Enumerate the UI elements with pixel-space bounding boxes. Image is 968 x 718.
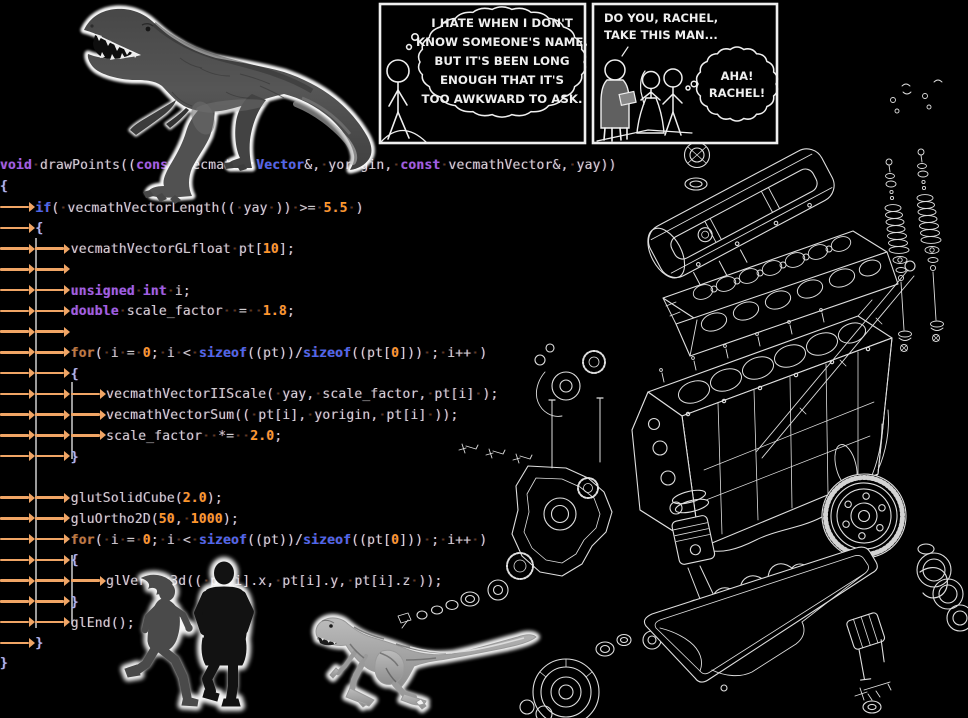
groom-figure — [662, 68, 683, 136]
runner-woman — [125, 575, 198, 706]
crank-pulley — [397, 591, 632, 718]
runner-man — [198, 562, 250, 706]
timing-cover — [487, 343, 613, 601]
thought-dot — [405, 43, 413, 51]
thought-text: AHA! RACHEL! — [709, 69, 765, 100]
comic-panel-2: DO YOU, RACHEL, TAKE THIS MAN... AHA! — [591, 2, 779, 145]
engine-block — [631, 299, 893, 552]
trex-teeth — [96, 34, 138, 60]
bride-figure — [636, 70, 665, 134]
caption-line: TAKE THIS MAN... — [604, 28, 718, 42]
stick-figure — [380, 59, 427, 143]
thought-cloud — [417, 6, 587, 118]
caption-text: DO YOU, RACHEL, TAKE THIS MAN... — [604, 11, 718, 42]
caption-line: DO YOU, RACHEL, — [604, 11, 718, 25]
cylinder-head — [662, 230, 899, 357]
comic-panel-1: I HATE WHEN I DON'T KNOW SOMEONE'S NAME,… — [378, 2, 588, 145]
ground-line — [596, 129, 693, 142]
thought-dot — [410, 32, 419, 41]
deck-studs — [659, 308, 825, 383]
raptor-teeth — [321, 638, 336, 645]
valve-chains — [884, 79, 944, 352]
thought-line: BUT IT'S BEEN LONG — [434, 54, 569, 68]
clutch-rings — [854, 543, 968, 714]
thought-dot — [690, 80, 698, 88]
thought-line: ENOUGH THAT IT'S — [440, 73, 564, 87]
trex-photo — [55, 0, 405, 204]
thought-dot — [685, 85, 691, 91]
oil-pan — [643, 546, 878, 692]
thought-line: KNOW SOMEONE'S NAME, — [416, 35, 588, 49]
thought-line: RACHEL! — [709, 86, 765, 100]
valve-cover — [647, 148, 835, 288]
bracket — [846, 612, 886, 681]
thought-text: I HATE WHEN I DON'T KNOW SOMEONE'S NAME,… — [416, 16, 588, 106]
officiant-figure — [600, 46, 637, 142]
runners-silhouettes — [95, 545, 270, 718]
dipstick-rod — [755, 260, 916, 459]
trex-arm — [130, 100, 176, 135]
thought-line: TOO AWKWARD TO ASK. — [422, 92, 583, 106]
trex-skin-texture — [171, 57, 285, 107]
thought-line: AHA! — [721, 69, 754, 83]
thought-cloud — [695, 46, 779, 122]
bolts-row — [458, 443, 533, 464]
trex-body — [84, 8, 372, 171]
thought-line: I HATE WHEN I DON'T — [431, 16, 573, 30]
flywheel — [821, 473, 907, 559]
raptor-sketch — [298, 598, 550, 718]
